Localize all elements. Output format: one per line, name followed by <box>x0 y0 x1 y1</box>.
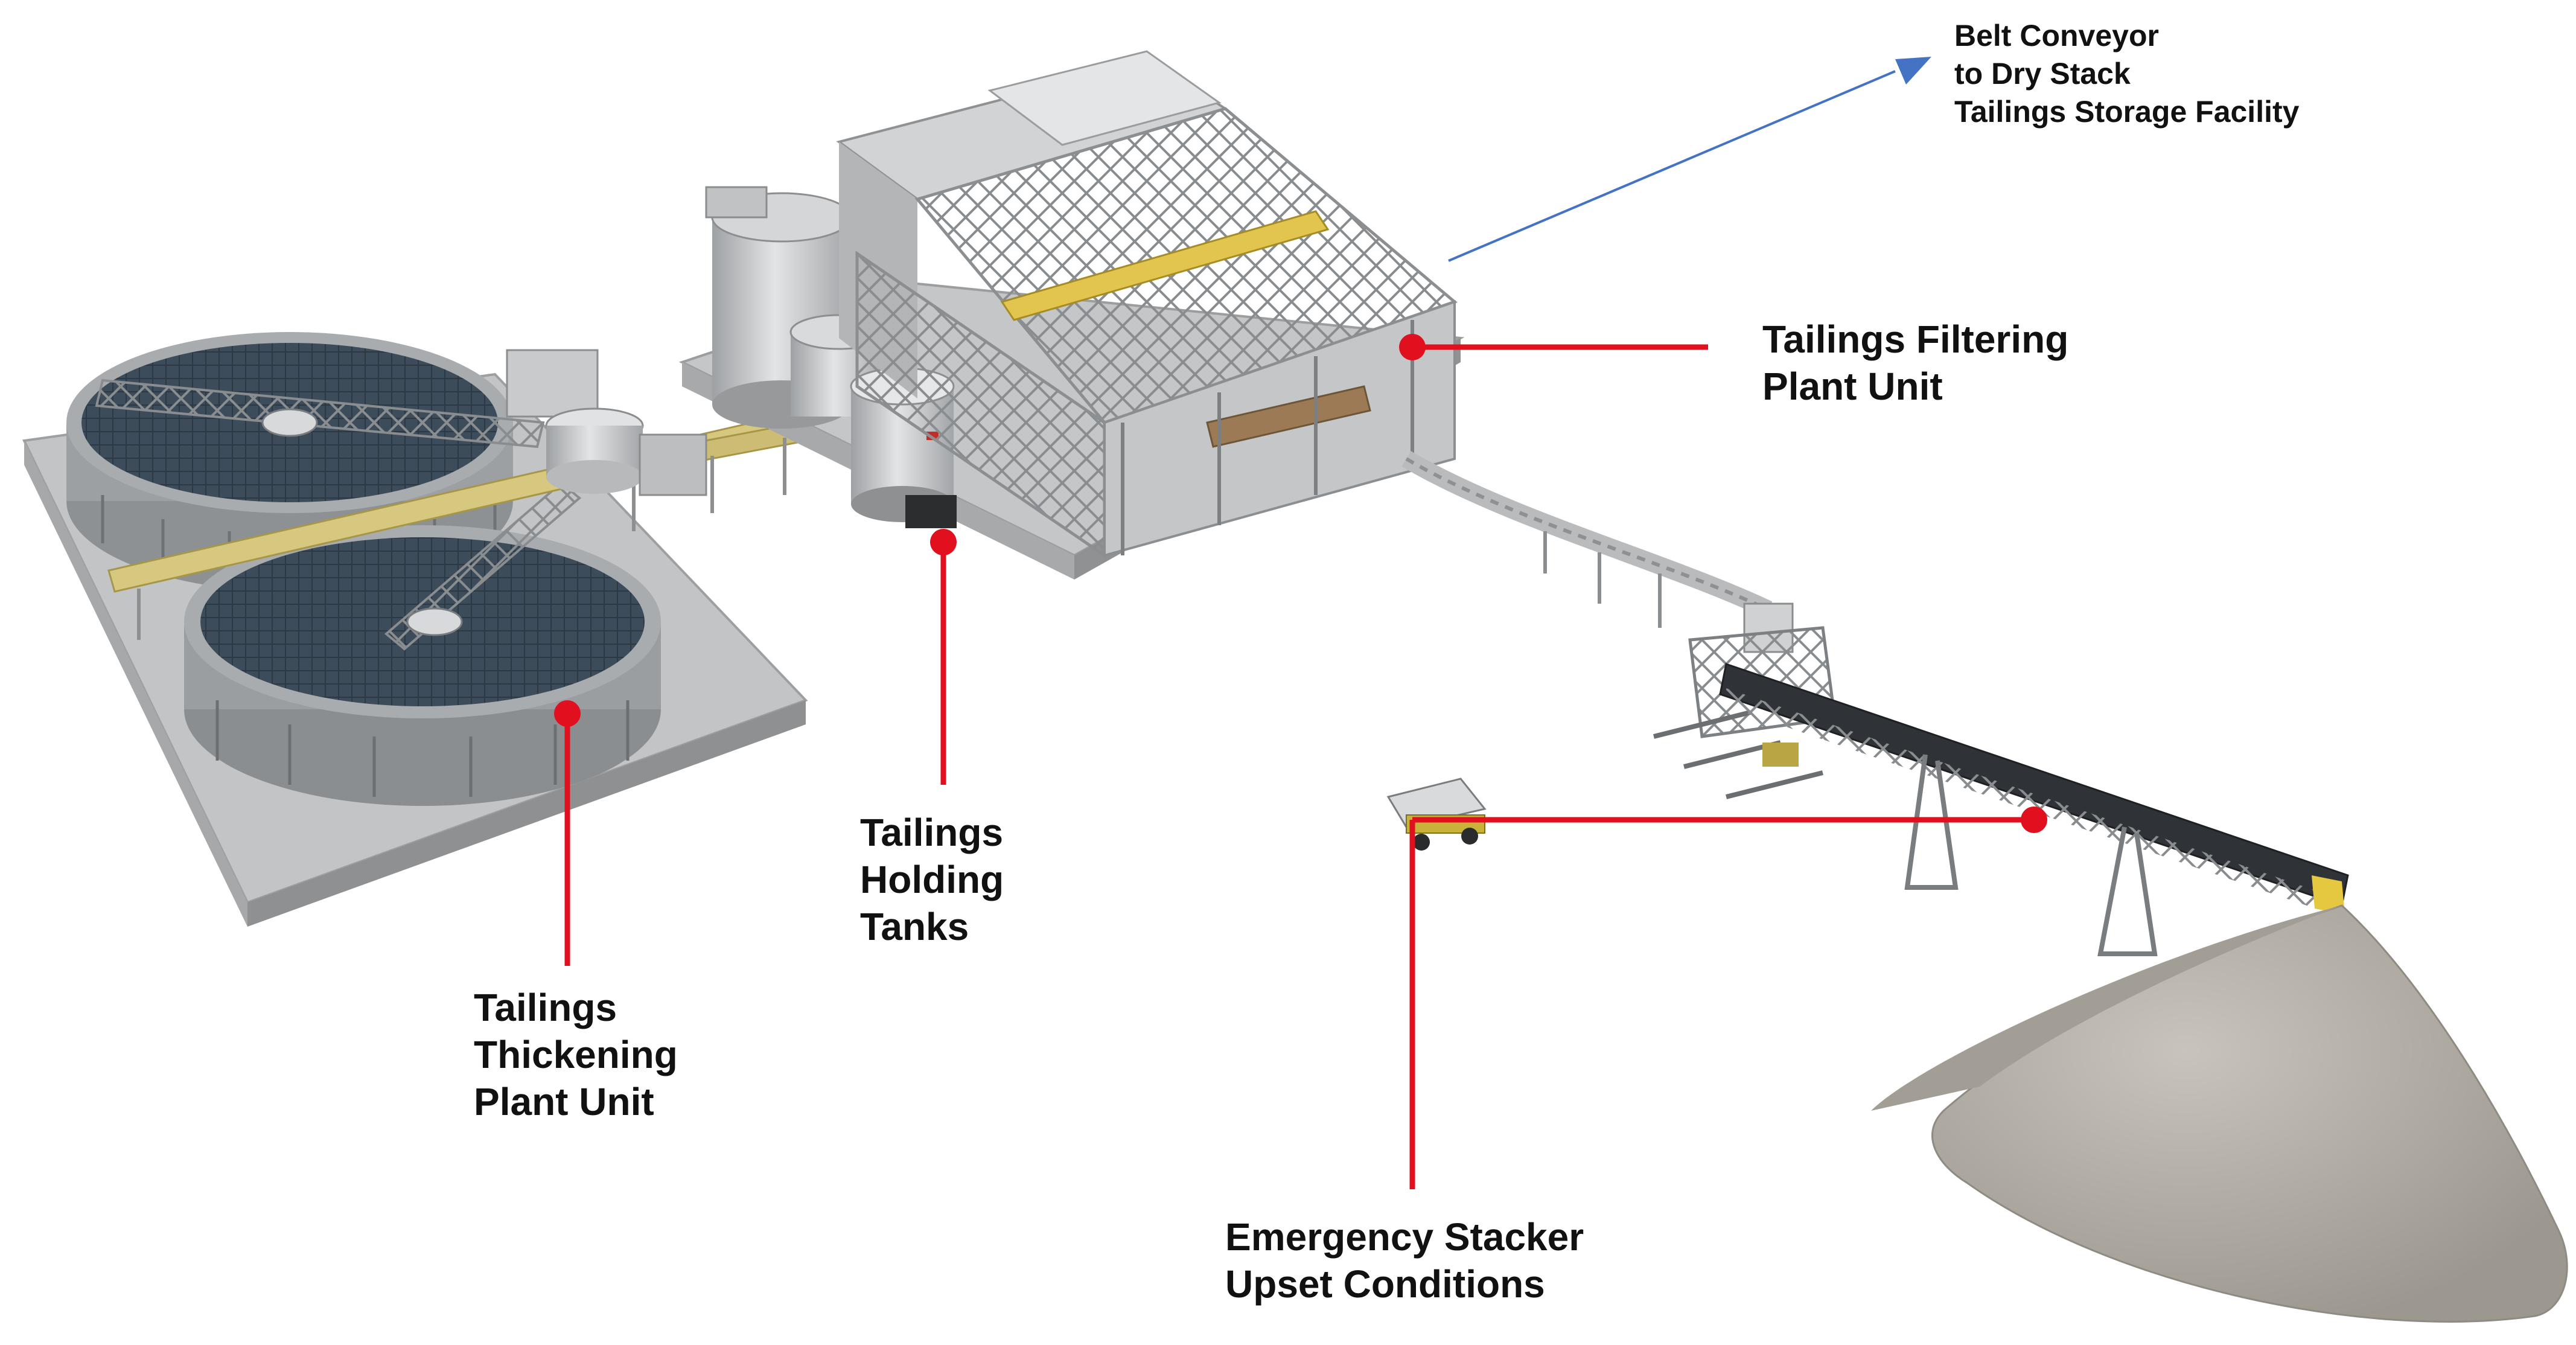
label-belt-conveyor-line-3: Tailings Storage Facility <box>1954 95 2300 129</box>
label-holding-tanks: Tailings Holding Tanks <box>860 809 1004 950</box>
label-thickening-plant-line-3: Plant Unit <box>474 1080 654 1123</box>
storage-tanks-rear <box>705 186 888 429</box>
callout-filtering-plant <box>1399 334 1708 360</box>
belt-conveyor-arrow <box>1448 57 1931 262</box>
label-belt-conveyor-line-2: to Dry Stack <box>1954 57 2131 91</box>
label-emergency-stacker: Emergency Stacker Upset Conditions <box>1225 1213 1584 1308</box>
thickener-tank-front <box>184 525 661 806</box>
label-filtering-plant-line-1: Tailings Filtering <box>1762 318 2069 361</box>
label-belt-conveyor-line-1: Belt Conveyor <box>1954 19 2159 53</box>
label-belt-conveyor: Belt Conveyor to Dry Stack Tailings Stor… <box>1954 17 2299 131</box>
label-emergency-stacker-line-1: Emergency Stacker <box>1225 1215 1584 1259</box>
label-emergency-stacker-line-2: Upset Conditions <box>1225 1262 1545 1306</box>
label-filtering-plant-line-2: Plant Unit <box>1762 365 1943 408</box>
label-thickening-plant-line-2: Thickening <box>474 1033 678 1076</box>
filter-plant-building <box>836 50 1458 558</box>
dry-stack-tailings-pile <box>1871 904 2568 1323</box>
callout-thickening-plant <box>554 700 581 966</box>
overland-conveyor <box>1401 451 1773 628</box>
callout-holding-tanks <box>930 529 957 785</box>
pump-house <box>506 349 707 496</box>
label-filtering-plant: Tailings Filtering Plant Unit <box>1762 316 2068 410</box>
label-thickening-plant-line-1: Tailings <box>474 986 617 1029</box>
label-holding-tanks-line-1: Tailings <box>860 811 1004 854</box>
label-thickening-plant: Tailings Thickening Plant Unit <box>474 984 678 1125</box>
thickener-bridges <box>95 379 582 651</box>
label-holding-tanks-line-2: Holding <box>860 858 1004 901</box>
radial-stacker-conveyor <box>1719 663 2349 956</box>
emergency-stacker-truck <box>1386 778 1487 851</box>
label-holding-tanks-line-3: Tanks <box>860 905 969 948</box>
callout-emergency-stacker <box>1409 807 2047 1189</box>
